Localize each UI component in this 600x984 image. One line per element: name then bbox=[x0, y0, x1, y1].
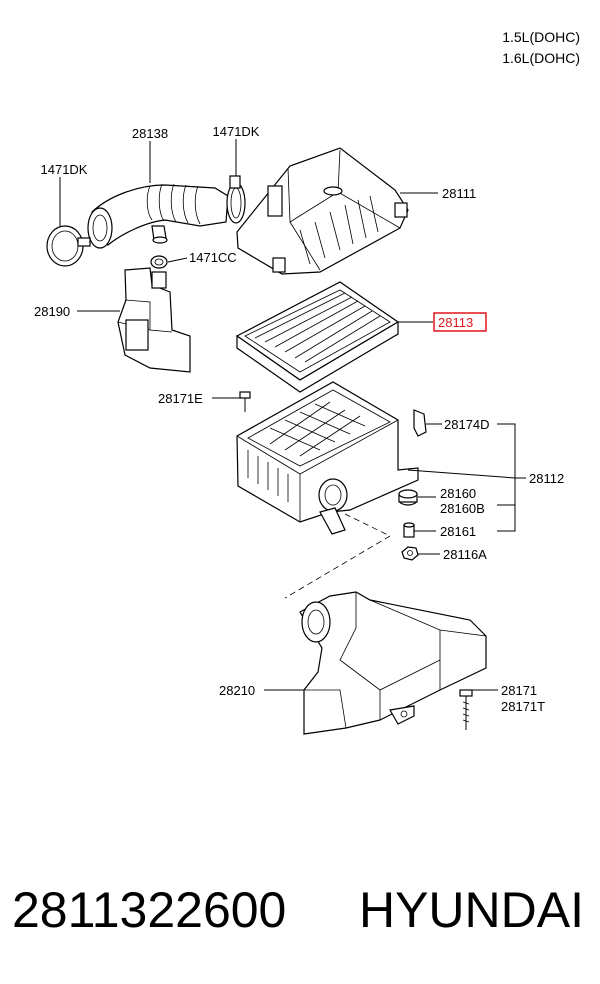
brand-name: HYUNDAI bbox=[359, 882, 584, 938]
nut-28116a[interactable] bbox=[401, 546, 419, 561]
label-1471dk-left: 1471DK bbox=[41, 162, 88, 177]
label-28113: 28113 bbox=[438, 315, 473, 330]
label-28160b: 28160B bbox=[440, 501, 485, 516]
label-28160: 28160 bbox=[440, 486, 476, 501]
label-28171e: 28171E bbox=[158, 391, 203, 406]
air-cleaner-body-part[interactable] bbox=[236, 381, 419, 535]
label-28113-highlight[interactable]: 28113 bbox=[433, 312, 487, 332]
grommet-28160[interactable] bbox=[398, 489, 418, 506]
intake-duct-part[interactable] bbox=[299, 591, 487, 735]
label-28138: 28138 bbox=[132, 126, 168, 141]
intake-hose-part[interactable] bbox=[87, 183, 229, 249]
filter-element-part[interactable] bbox=[235, 281, 400, 393]
engine-label-2: 1.6L(DOHC) bbox=[502, 50, 580, 66]
label-28171: 28171 bbox=[501, 683, 537, 698]
engine-label-1: 1.5L(DOHC) bbox=[502, 29, 580, 45]
part-number: 2811322600 bbox=[12, 882, 286, 938]
label-28174d: 28174D bbox=[444, 417, 490, 432]
label-28116a: 28116A bbox=[443, 547, 487, 562]
bolt-28171[interactable] bbox=[459, 689, 473, 730]
label-28171t: 28171T bbox=[501, 699, 545, 714]
label-28210: 28210 bbox=[219, 683, 255, 698]
air-cleaner-cover-part[interactable] bbox=[236, 147, 409, 275]
bolt-28171e[interactable] bbox=[239, 391, 251, 412]
hose-clamp-top[interactable] bbox=[226, 175, 246, 224]
label-1471dk-top: 1471DK bbox=[213, 124, 260, 139]
label-28190: 28190 bbox=[34, 304, 70, 319]
clip-28174d[interactable] bbox=[413, 409, 427, 437]
label-28161: 28161 bbox=[440, 524, 476, 539]
resonator-part[interactable] bbox=[117, 267, 191, 373]
label-1471cc: 1471CC bbox=[189, 250, 237, 265]
label-28112: 28112 bbox=[529, 471, 564, 486]
clip-1471cc[interactable] bbox=[150, 255, 168, 269]
collar-28161[interactable] bbox=[403, 522, 415, 538]
hose-clamp-left[interactable] bbox=[46, 225, 91, 267]
label-28111: 28111 bbox=[442, 186, 476, 201]
